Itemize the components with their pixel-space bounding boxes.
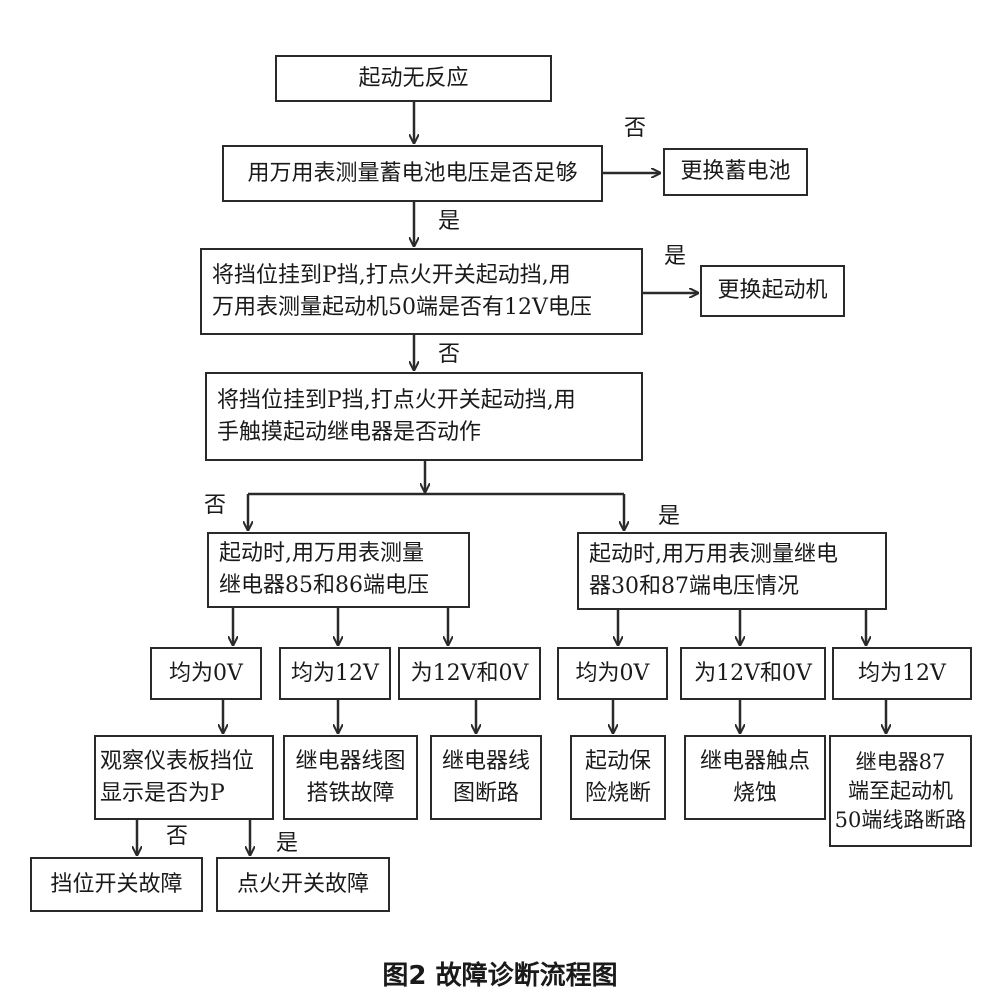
node-relay-85-86-check: 起动时,用万用表测量 继电器85和86端电压	[207, 532, 470, 608]
node-gear-switch-fault: 挡位开关故障	[30, 857, 203, 912]
node-both-12v-left: 均为12V	[279, 647, 391, 700]
node-relay-30-87-check: 起动时,用万用表测量继电 器30和87端电压情况	[577, 532, 887, 610]
node-observe-gear: 观察仪表板挡位 显示是否为P	[94, 735, 274, 820]
node-start: 起动无反应	[275, 55, 552, 102]
node-both-0v-right: 均为0V	[557, 647, 668, 700]
node-replace-battery: 更换蓄电池	[663, 148, 808, 196]
node-both-0v-left: 均为0V	[150, 647, 262, 700]
label-yes-gear: 是	[276, 831, 299, 856]
node-coil-open: 继电器线 图断路	[430, 735, 542, 820]
figure-caption: 图2 故障诊断流程图	[382, 961, 618, 991]
node-fuse-blown: 起动保 险烧断	[570, 735, 666, 820]
label-no-starter: 否	[438, 342, 461, 367]
node-coil-ground-fault: 继电器线图 搭铁故障	[283, 735, 418, 820]
node-starter-50-check: 将挡位挂到P挡,打点火开关起动挡,用 万用表测量起动机50端是否有12V电压	[200, 248, 643, 335]
node-mixed-right: 为12V和0V	[680, 647, 826, 700]
node-replace-starter: 更换起动机	[700, 265, 845, 317]
label-no-gear: 否	[166, 824, 189, 849]
node-both-12v-right: 均为12V	[832, 647, 972, 700]
node-line-87-50-open: 继电器87 端至起动机 50端线路断路	[829, 735, 972, 847]
node-relay-touch-check: 将挡位挂到P挡,打点火开关起动挡,用 手触摸起动继电器是否动作	[205, 372, 643, 461]
label-yes-relay: 是	[658, 504, 681, 529]
label-yes-starter: 是	[664, 244, 687, 269]
label-no-relay: 否	[204, 493, 227, 518]
label-no-battery: 否	[624, 116, 647, 141]
node-battery-check: 用万用表测量蓄电池电压是否足够	[222, 145, 603, 202]
label-yes-battery: 是	[438, 209, 461, 234]
node-contact-burn: 继电器触点 烧蚀	[684, 735, 826, 820]
node-mixed-left: 为12V和0V	[398, 647, 541, 700]
node-ignition-switch-fault: 点火开关故障	[216, 857, 390, 912]
